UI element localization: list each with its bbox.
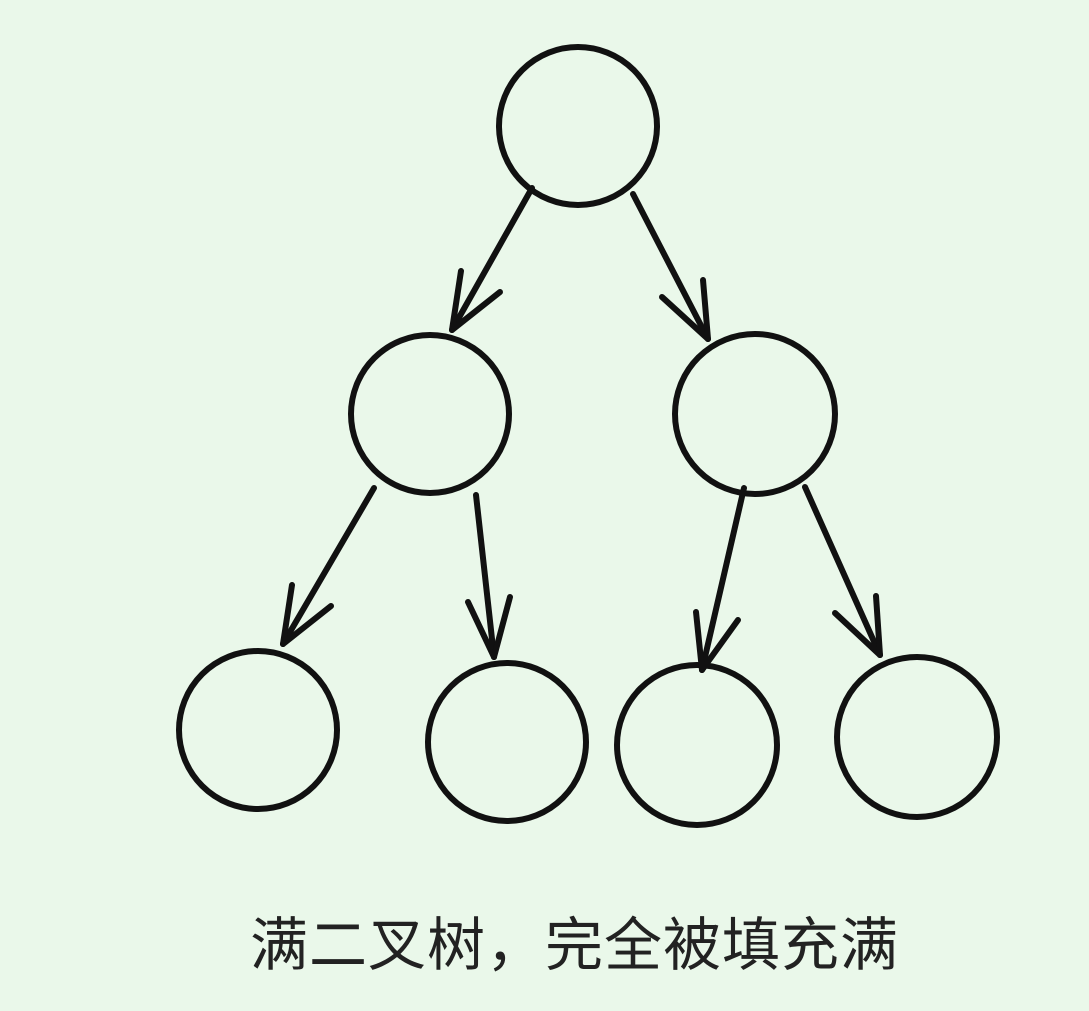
tree-edge-left-right <box>465 492 513 660</box>
tree-edge-right-right-right <box>802 484 883 658</box>
tree-node-right-right <box>834 654 1000 820</box>
tree-edge-root-right <box>630 191 711 342</box>
tree-node-right-left <box>614 662 780 828</box>
diagram-caption: 满二叉树，完全被填充满 <box>250 911 900 979</box>
tree-node-right <box>672 331 838 497</box>
tree-node-root <box>496 44 660 208</box>
tree-edge-root-left <box>449 185 535 333</box>
tree-edge-right-right-left <box>693 485 747 673</box>
tree-edge-left-left-left <box>280 485 377 647</box>
tree-node-left <box>348 332 512 496</box>
tree-node-left-right <box>425 660 589 824</box>
tree-node-left-left <box>176 648 340 812</box>
